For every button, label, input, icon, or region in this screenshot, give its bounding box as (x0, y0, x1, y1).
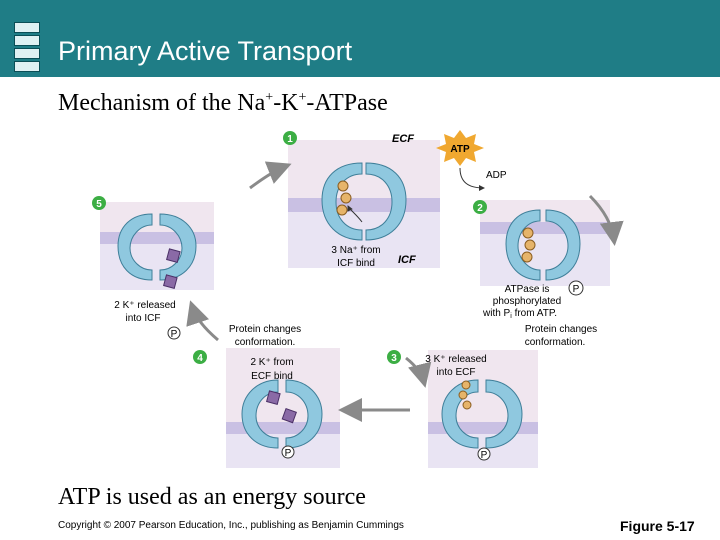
slide-subtitle: Mechanism of the Na+-K+-ATPase (58, 90, 388, 117)
step-badge-2: 2 (473, 200, 487, 214)
step-number-5: 5 (96, 199, 102, 210)
step5-text-1: 2 K⁺ released (114, 300, 175, 311)
phosphate-label-2: P (573, 284, 580, 295)
step-badge-5: 5 (92, 196, 106, 210)
step-number-4: 4 (197, 353, 203, 364)
panel-step-1 (288, 140, 440, 268)
phosphate-icon-step4: P (281, 445, 295, 459)
slide-caption: ATP is used as an energy source (58, 484, 366, 510)
step3-text-1: 3 K⁺ released (425, 354, 486, 365)
step-badge-4: 4 (193, 350, 207, 364)
subtitle-text-atpase: -ATPase (306, 90, 388, 116)
phosphate-icon-step5: P (167, 326, 181, 340)
phosphate-icon-step2: P (568, 280, 584, 296)
ecf-label: ECF (392, 133, 414, 145)
step4-text-2: ECF bind (251, 371, 293, 382)
step-number-1: 1 (287, 134, 293, 145)
atp-label: ATP (450, 144, 470, 155)
step1-text-1: 3 Na⁺ from (331, 245, 380, 256)
subtitle-text-k: -K (273, 90, 299, 116)
cycle-arrow-5-to-1 (249, 161, 292, 190)
adp-label: ADP (486, 170, 507, 181)
step2-subscript: i (510, 313, 512, 320)
subtitle-sup-1: + (265, 90, 274, 105)
step2-text-3: with Pi from ATP. (482, 308, 557, 320)
cycle-arrow-2-to-3 (405, 356, 432, 388)
step2-text-3a: with P (482, 308, 511, 319)
step2-text-3b: from ATP. (512, 308, 557, 319)
step2-text-1: ATPase is (505, 284, 550, 295)
slide-title: Primary Active Transport (58, 36, 353, 66)
phosphate-label-3: P (481, 450, 488, 461)
cycle-arrow-4-to-5 (186, 300, 219, 342)
step4-conformation-2: conformation. (235, 337, 296, 348)
step-number-2: 2 (477, 203, 483, 214)
subtitle-sup-2: + (298, 90, 307, 105)
step4-conformation-1: Protein changes (229, 324, 301, 335)
step1-text-2: ICF bind (337, 258, 375, 269)
presentation-logo-icon (14, 22, 40, 72)
phosphate-label-5: P (171, 329, 178, 340)
step-badge-3: 3 (387, 350, 401, 364)
step-number-3: 3 (391, 353, 397, 364)
subtitle-text-na: Mechanism of the Na (58, 90, 266, 116)
step2-text-2: phosphorylated (493, 296, 561, 307)
phosphate-icon-step3: P (477, 447, 491, 461)
step2-conformation-1: Protein changes (525, 324, 597, 335)
figure-number: Figure 5-17 (620, 518, 695, 534)
panel-step-3 (428, 350, 538, 468)
title-bar (0, 0, 720, 77)
step4-text-1: 2 K⁺ from (250, 357, 293, 368)
step2-conformation-2: conformation. (525, 337, 586, 348)
step-badge-1: 1 (283, 131, 297, 145)
panel-step-2 (480, 200, 610, 286)
step5-text-2: into ICF (125, 313, 160, 324)
icf-label: ICF (398, 254, 416, 266)
copyright-notice: Copyright © 2007 Pearson Education, Inc.… (58, 520, 404, 531)
phosphate-label-4: P (285, 448, 292, 459)
panel-step-5 (100, 202, 214, 290)
atp-starburst-icon: ATP (436, 130, 484, 166)
cycle-arrow-1-to-2 (588, 194, 624, 246)
step3-text-2: into ECF (437, 367, 476, 378)
